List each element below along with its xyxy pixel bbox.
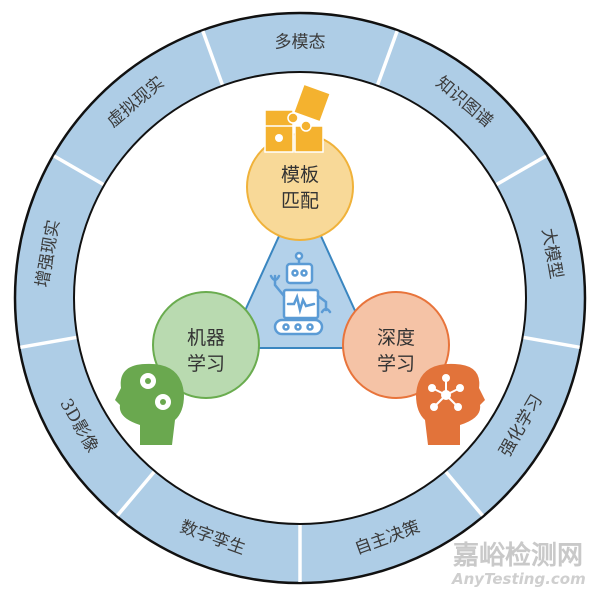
node-template-matching: 模板 匹配: [246, 133, 354, 241]
node-label-line1: 机器: [187, 327, 225, 349]
ring-divider: [201, 30, 225, 88]
node-deep-learning: 深度 学习: [342, 291, 450, 399]
network-head-icon: [416, 363, 485, 445]
ring-divider: [375, 30, 399, 88]
ring-divider: [521, 335, 580, 350]
node-machine-learning: 机器 学习: [152, 291, 260, 399]
watermark-cn: 嘉峪检测网: [453, 540, 583, 571]
ring-divider: [20, 335, 79, 350]
node-label-line1: 模板: [281, 164, 319, 186]
ring-divider: [116, 469, 157, 517]
ring-segment-label: 多模态: [275, 33, 326, 53]
node-label-line1: 深度: [377, 327, 415, 349]
node-label-line2: 匹配: [281, 190, 319, 212]
ring-divider: [443, 469, 484, 517]
node-label-line2: 学习: [377, 353, 415, 375]
watermark-en: AnyTesting.com: [451, 570, 586, 588]
ring-divider: [53, 154, 107, 188]
ring-divider: [493, 154, 547, 188]
node-label-line2: 学习: [187, 353, 225, 375]
watermark: 嘉峪检测网 AnyTesting.com: [451, 540, 586, 588]
puzzle-icon: [264, 83, 332, 153]
robot-icon: [269, 251, 332, 336]
gear-head-icon: [115, 363, 184, 445]
